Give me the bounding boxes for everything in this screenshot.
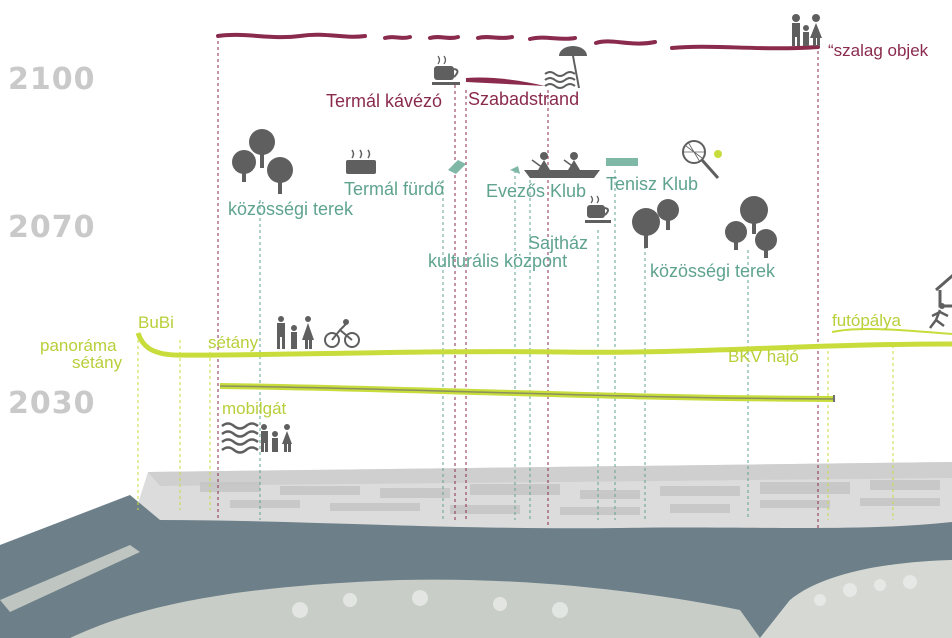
year-2100-label: 2100 bbox=[8, 62, 96, 97]
connector-lines bbox=[137, 35, 894, 530]
beach-umbrella-icon bbox=[544, 46, 587, 89]
family-icon bbox=[792, 14, 822, 46]
lower-bank bbox=[70, 579, 760, 638]
kozossegi-terek-right-label: közösségi terek bbox=[650, 261, 776, 281]
year-2070-label: 2070 bbox=[8, 210, 96, 245]
cyclist-icon bbox=[324, 319, 360, 348]
mobilgat-label: mobilgát bbox=[222, 399, 287, 418]
termal-furdo-label: Termál fürdő bbox=[344, 179, 445, 199]
ribbon-2100 bbox=[216, 32, 820, 51]
termal-kavezo-label: Termál kávézó bbox=[326, 91, 443, 111]
futopalya-label: futópálya bbox=[832, 311, 901, 330]
coffee-cup-icon bbox=[585, 195, 611, 223]
trees-icon bbox=[632, 199, 679, 248]
futopalya-ribbon bbox=[831, 327, 952, 335]
kozossegi-terek-left-label: közösségi terek bbox=[228, 199, 354, 219]
szabadstrand-label: Szabadstrand bbox=[468, 89, 580, 109]
setany-left-label: sétány bbox=[72, 353, 123, 372]
year-2030-label: 2030 bbox=[8, 386, 96, 421]
szalag-label: “szalag objek bbox=[828, 41, 929, 60]
marker-icon bbox=[510, 166, 520, 174]
setany-ribbon bbox=[135, 332, 952, 358]
house-icon bbox=[935, 274, 952, 308]
marker-icon bbox=[606, 158, 638, 166]
bubi-label: BuBi bbox=[138, 313, 174, 332]
trees-icon bbox=[725, 196, 777, 258]
trees-icon bbox=[232, 129, 293, 194]
family-icon bbox=[277, 316, 314, 349]
rowing-boat-icon bbox=[524, 152, 600, 178]
kulturalis-kozpont-label: kulturális központ bbox=[428, 251, 568, 271]
sajthaz-label: Sajtház bbox=[528, 233, 589, 253]
panorama-label: panoráma bbox=[40, 336, 117, 355]
bkv-hajo-label: BKV hajó bbox=[728, 347, 799, 366]
aerial-map bbox=[0, 462, 952, 638]
waves-icon bbox=[221, 422, 259, 454]
setany-label: sétány bbox=[208, 333, 259, 352]
tenisz-klub-label: Tenisz Klub bbox=[606, 174, 699, 194]
evezos-klub-label: Evezős Klub bbox=[486, 181, 587, 201]
marker-icon bbox=[448, 160, 466, 174]
tennis-racket-icon bbox=[682, 140, 722, 179]
spa-bath-icon bbox=[346, 149, 376, 174]
ribbon-2100-wedge bbox=[466, 77, 545, 86]
coffee-cup-icon bbox=[432, 55, 460, 85]
family-icon bbox=[261, 424, 292, 452]
